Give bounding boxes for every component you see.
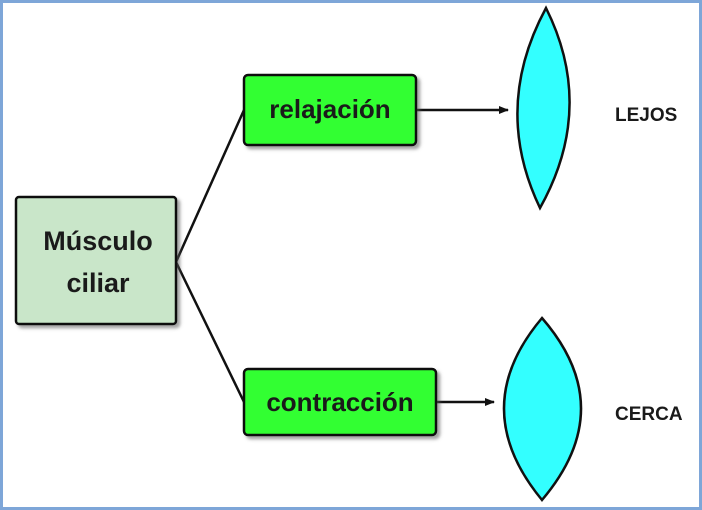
result-label-cerca: CERCA — [615, 404, 683, 425]
result-label-lejos: LEJOS — [615, 105, 677, 126]
relajacion-box — [242, 73, 418, 147]
relajacion-label: relajación — [269, 94, 390, 124]
contraccion-label: contracción — [266, 387, 413, 417]
root-node-musculo-ciliar: Músculo ciliar — [14, 195, 178, 326]
root-node-label-line2: ciliar — [66, 268, 130, 298]
thick-lens-shape — [502, 316, 583, 502]
thin-lens-shape — [516, 5, 571, 211]
root-node-box — [14, 195, 178, 326]
root-node-label-line1: Músculo — [43, 226, 153, 256]
branch-node-relajacion: relajación — [242, 73, 418, 147]
connector-to-relajacion — [174, 109, 246, 263]
branch-node-contraccion: contracción — [242, 367, 438, 437]
connector-to-contraccion — [174, 261, 246, 403]
contraccion-box — [242, 367, 438, 437]
